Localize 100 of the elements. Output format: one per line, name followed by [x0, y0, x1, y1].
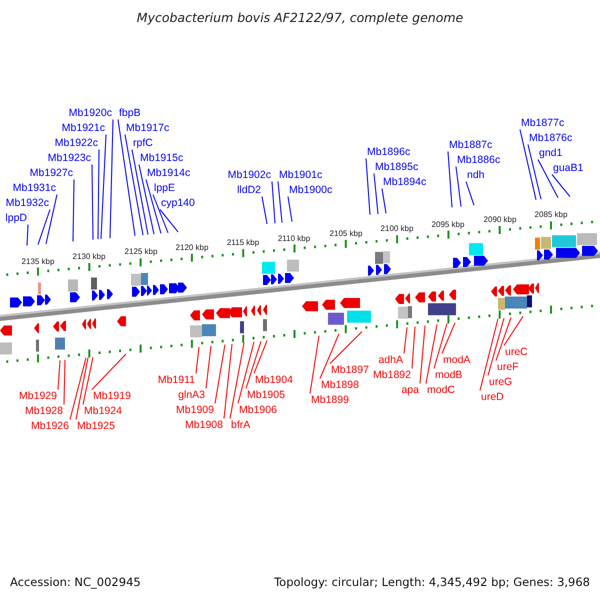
leader-line: [552, 174, 570, 198]
leader-line: [230, 342, 244, 419]
gene-label: Mb1895c: [374, 160, 420, 174]
leader-line: [456, 166, 462, 207]
gene-label: lppD: [4, 212, 28, 224]
gene-label: Mb1927c: [28, 166, 74, 180]
leader-line: [330, 331, 362, 364]
leader-line: [38, 209, 50, 246]
gene-label: Mb1915c: [139, 152, 184, 164]
gene-label: Mb1900c: [288, 184, 334, 196]
leader-line: [196, 346, 200, 374]
leader-line: [72, 179, 74, 242]
scale-label: 2105 kbp: [330, 228, 362, 239]
gene-label: Mb1904: [254, 374, 294, 386]
gene-label: Mb1896c: [366, 146, 412, 158]
leader-line: [272, 181, 276, 224]
leader-line: [520, 129, 536, 200]
leader-line: [480, 318, 498, 391]
leader-line: [254, 340, 268, 374]
leader-line: [538, 159, 558, 198]
scale-label: 2090 kbp: [484, 215, 516, 225]
gene-label: Mb1911: [156, 374, 196, 386]
leader-line: [320, 333, 340, 379]
gene-label: Mb1917c: [125, 122, 170, 134]
leader-line: [214, 344, 226, 404]
leader-line: [98, 149, 100, 240]
leader-line: [238, 341, 254, 404]
gene-label: ureD: [480, 390, 505, 404]
leader-line: [58, 360, 60, 390]
leader-line: [76, 357, 88, 420]
gene-label: bfrA: [230, 418, 252, 432]
leader-line: [288, 196, 292, 222]
gene-label: ureC: [504, 346, 529, 358]
leader-line: [442, 322, 456, 354]
leader-line: [82, 356, 94, 405]
gene-label: Mb1925: [76, 420, 116, 432]
leader-line: [124, 134, 144, 236]
scale-label: 2085 kbp: [534, 210, 568, 220]
gene-label: Mb1931c: [12, 182, 57, 194]
title: Mycobacterium bovis AF2122/97, complete genome: [136, 10, 464, 25]
leader-line: [488, 318, 504, 376]
gene-label: Mb1886c: [456, 154, 502, 166]
leader-line: [528, 144, 542, 200]
gene-label: Mb1906: [238, 404, 278, 416]
leader-line: [160, 209, 178, 232]
leader-line: [92, 354, 126, 390]
gene-label: ureF: [496, 360, 520, 374]
gene-label: Mb1897: [330, 364, 370, 376]
gene-label: Mb1924: [83, 404, 123, 418]
gene-label: cyp140: [160, 196, 196, 210]
gene-label: ureG: [488, 376, 514, 388]
leader-line: [224, 343, 232, 419]
gene-label: Mb1919: [92, 390, 132, 402]
leader-line: [92, 164, 94, 240]
gene-label: rpfC: [132, 136, 154, 150]
leader-line: [152, 194, 168, 234]
gene-label: Mb1899: [310, 394, 350, 406]
gene-label: Mb1894c: [382, 176, 428, 188]
leader-line: [118, 119, 136, 236]
gene-label: Mb1929: [18, 390, 58, 402]
gene-label: apa: [400, 384, 420, 396]
gene-label: Mb1914c: [146, 166, 192, 180]
scale-label: 2095 kbp: [432, 220, 464, 230]
gene-label: Mb1923c: [46, 152, 92, 164]
gene-label: Mb1920c: [68, 106, 113, 120]
gene-label: Mb1926: [30, 420, 70, 432]
leader-line: [448, 151, 452, 208]
leader-line: [26, 224, 28, 246]
leader-line: [132, 149, 148, 236]
gene-label: Mb1908: [184, 418, 224, 432]
gene-label: gnd1: [538, 146, 564, 160]
leader-line: [382, 188, 386, 214]
leader-line: [420, 325, 426, 384]
gene-label: Mb1922c: [54, 136, 99, 150]
gene-label: adhA: [377, 354, 404, 366]
gene-label: ndh: [466, 168, 486, 182]
leader-line: [70, 357, 86, 420]
gene-label: fbpB: [118, 106, 142, 120]
leader-line: [374, 173, 378, 214]
leader-line: [404, 326, 408, 354]
accession-text: Accession: NC_002945: [10, 575, 141, 589]
scale-label: 2115 kbp: [226, 238, 260, 248]
leader-line: [412, 326, 416, 369]
gene-label: glnA3: [177, 388, 206, 402]
leader-line: [310, 335, 320, 394]
gene-label: Mb1905: [246, 388, 286, 402]
gene-label: lppE: [153, 182, 176, 194]
leader-line: [262, 196, 268, 224]
leader-line: [434, 323, 448, 369]
scale-label: 2135 kbp: [22, 256, 54, 267]
gene-label: Mb1876c: [528, 132, 574, 144]
gene-label: Mb1901c: [278, 168, 324, 182]
gene-label: Mb1887c: [448, 138, 494, 152]
scale-label: 2120 kbp: [176, 242, 208, 253]
gene-label: Mb1877c: [520, 116, 566, 130]
gene-label: Mb1898: [320, 378, 360, 392]
leader-line: [504, 316, 524, 346]
leader-line: [496, 316, 512, 361]
leader-line: [206, 345, 212, 389]
leader-line: [138, 164, 154, 235]
